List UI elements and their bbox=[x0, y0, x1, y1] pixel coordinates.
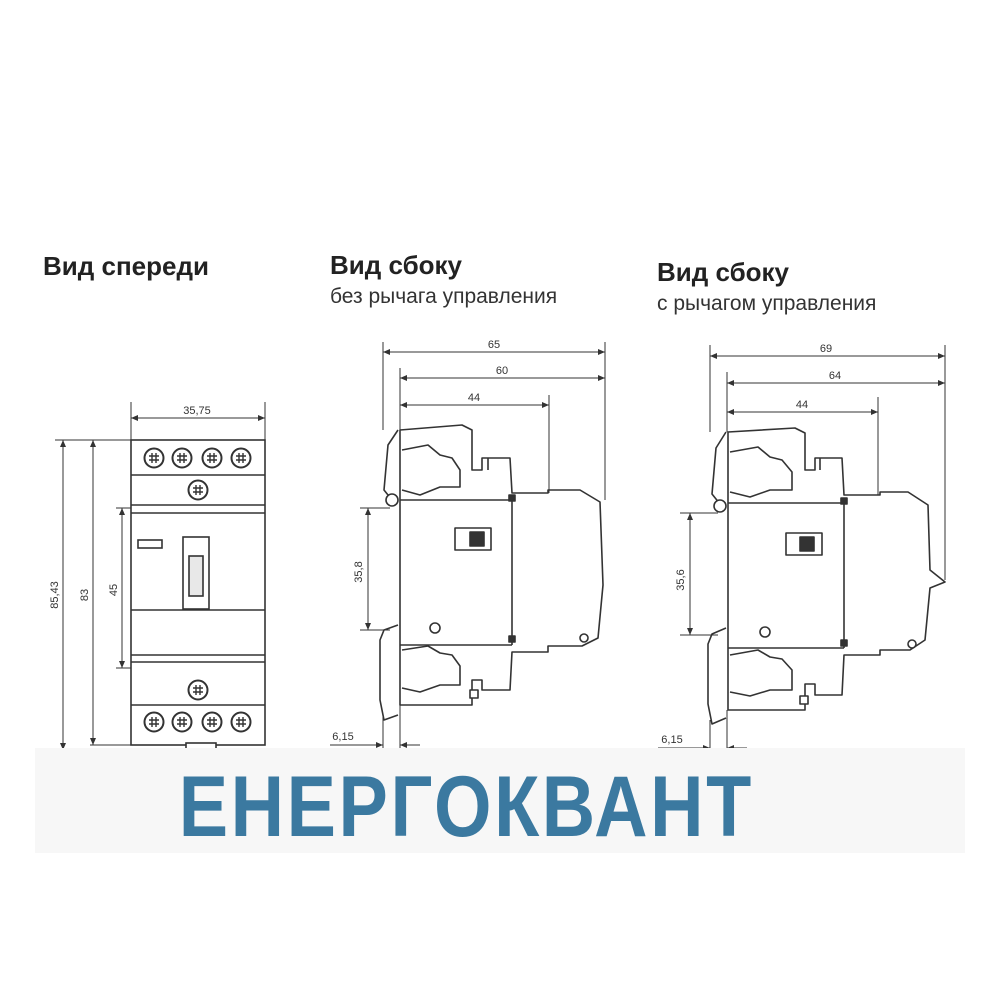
front-window-height-label: 45 bbox=[108, 584, 120, 596]
side-view-title: Вид сбоку bbox=[330, 250, 463, 280]
side-lever-depth-body-label: 64 bbox=[829, 370, 841, 382]
side-lever-depth-front-label: 44 bbox=[796, 399, 808, 411]
front-view-title: Вид спереди bbox=[43, 251, 209, 281]
front-total-height-label: 85,43 bbox=[49, 581, 61, 609]
side-rail-label: 35,8 bbox=[353, 561, 365, 582]
side-lever-depth-total-label: 69 bbox=[820, 343, 832, 355]
side-lever-offset-label: 6,15 bbox=[661, 734, 682, 746]
side-lever-rail-label: 35,6 bbox=[675, 569, 687, 590]
brand-logo: ЕНЕРГОКВАНТ bbox=[178, 759, 754, 855]
side-lever-view-title: Вид сбоку bbox=[657, 257, 790, 287]
logo-background bbox=[35, 748, 965, 853]
side-view-dimension-lines bbox=[330, 342, 606, 752]
side-depth-total-label: 65 bbox=[488, 339, 500, 351]
front-body-height-label: 83 bbox=[79, 589, 91, 601]
side-depth-front-label: 44 bbox=[468, 392, 480, 404]
side-offset-label: 6,15 bbox=[332, 731, 353, 743]
front-width-label: 35,75 bbox=[183, 405, 211, 417]
side-lever-view-drawing bbox=[707, 427, 946, 725]
side-view-subtitle: без рычага управления bbox=[330, 285, 558, 308]
side-depth-body-label: 60 bbox=[496, 365, 508, 377]
side-view-drawing bbox=[379, 424, 604, 721]
side-lever-view-subtitle: с рычагом управления bbox=[657, 292, 877, 315]
